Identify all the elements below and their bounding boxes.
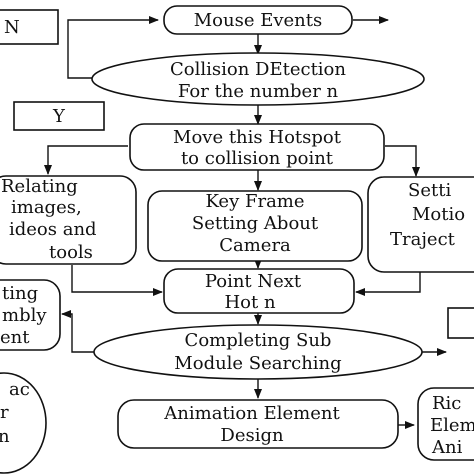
- assembly-line-1: ting: [2, 283, 38, 304]
- relating-node: Relating images, ideos and tools: [0, 175, 137, 265]
- relating-line-3: ideos and: [9, 219, 97, 240]
- collision-line-1: Collision DEtection: [170, 59, 346, 80]
- point-next-node: Point Next Hot n: [163, 268, 355, 314]
- key-frame-node: Key Frame Setting About Camera: [147, 190, 363, 262]
- key-frame-line-2: Setting About: [192, 213, 319, 234]
- point-next-line-2: Hot n: [224, 292, 275, 313]
- collision-line-2: For the number n: [178, 81, 339, 102]
- animation-element-node: Animation Element Design: [117, 399, 399, 449]
- rich-element-node: Ric Elem Ani: [417, 387, 474, 461]
- label-y-box: Y: [13, 101, 105, 131]
- rich-element-line-3: Ani: [431, 437, 463, 458]
- connectors: [44, 16, 447, 429]
- assembly-node: ting mbly ent: [0, 279, 61, 351]
- setting-motion-node: Setti Motio Traject: [367, 176, 474, 273]
- left-bottom-line-3: n: [0, 426, 10, 447]
- left-bottom-node: ac r n: [0, 372, 47, 474]
- assembly-line-2: mbly: [2, 305, 47, 326]
- relating-line-2: images,: [11, 197, 82, 218]
- mouse-events-label: Mouse Events: [194, 10, 323, 31]
- move-hotspot-node: Move this Hotspot to collision point: [129, 123, 385, 171]
- point-next-line-1: Point Next: [205, 271, 302, 292]
- completing-to-assembly-arrow: [61, 310, 96, 353]
- relating-to-point-arrow: [71, 265, 163, 296]
- right-partial-box: [447, 307, 474, 339]
- move-hotspot-line-1: Move this Hotspot: [173, 127, 342, 148]
- completing-line-2: Module Searching: [174, 353, 341, 374]
- assembly-line-3: ent: [0, 327, 30, 348]
- animation-element-line-2: Design: [220, 425, 284, 446]
- left-bottom-line-1: ac: [9, 379, 30, 400]
- setting-motion-line-3: Traject: [390, 229, 456, 250]
- completing-line-1: Completing Sub: [185, 330, 332, 351]
- rich-element-line-2: Elem: [430, 415, 474, 436]
- label-n-text: N: [4, 17, 20, 38]
- move-branch-right-arrow: [385, 145, 420, 177]
- relating-line-4: tools: [49, 242, 93, 263]
- label-y-text: Y: [52, 106, 66, 127]
- left-bottom-line-2: r: [0, 402, 9, 423]
- setting-motion-line-2: Motio: [412, 204, 465, 225]
- mouse-events-node: Mouse Events: [163, 5, 353, 35]
- loop-n-connector: [67, 16, 159, 79]
- key-frame-line-1: Key Frame: [205, 191, 304, 212]
- key-frame-line-3: Camera: [219, 235, 291, 256]
- label-n-box: N: [0, 9, 59, 45]
- completing-node: Completing Sub Module Searching: [93, 324, 423, 380]
- rich-element-line-1: Ric: [432, 393, 461, 414]
- relating-line-1: Relating: [1, 176, 78, 197]
- move-hotspot-line-2: to collision point: [181, 148, 334, 169]
- animation-element-line-1: Animation Element: [163, 403, 340, 424]
- move-branch-left-arrow: [44, 145, 128, 175]
- setting-motion-line-1: Setti: [408, 180, 451, 201]
- setting-to-point-arrow: [355, 272, 421, 296]
- collision-detection-node: Collision DEtection For the number n: [91, 52, 425, 106]
